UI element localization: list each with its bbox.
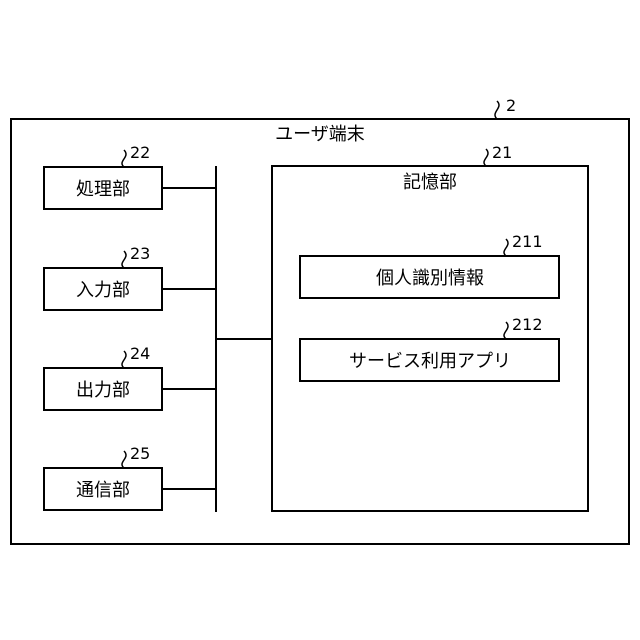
storage-unit-ref: 21: [492, 143, 512, 162]
storage-item-personal-id-label: 個人識別情報: [376, 268, 484, 289]
unit-processing-ref: 22: [130, 143, 150, 162]
storage-item-service-app-ref: 212: [512, 315, 543, 334]
unit-communication-ref: 25: [130, 444, 150, 463]
unit-input-label: 入力部: [76, 280, 130, 301]
storage-item-personal-id-ref: 211: [512, 232, 543, 251]
user-terminal-leader: [495, 101, 499, 119]
storage-unit-title: 記憶部: [403, 172, 457, 193]
user-terminal-title: ユーザ端末: [275, 124, 365, 145]
user-terminal-ref: 2: [506, 96, 516, 115]
unit-communication-label: 通信部: [76, 480, 130, 501]
unit-processing-label: 処理部: [76, 179, 130, 200]
unit-output-label: 出力部: [76, 380, 130, 401]
storage-unit: 記憶部 21 個人識別情報 211 サービス利用アプリ 212: [272, 143, 588, 511]
unit-input-ref: 23: [130, 244, 150, 263]
unit-output-ref: 24: [130, 344, 150, 363]
storage-item-service-app-label: サービス利用アプリ: [349, 351, 511, 372]
